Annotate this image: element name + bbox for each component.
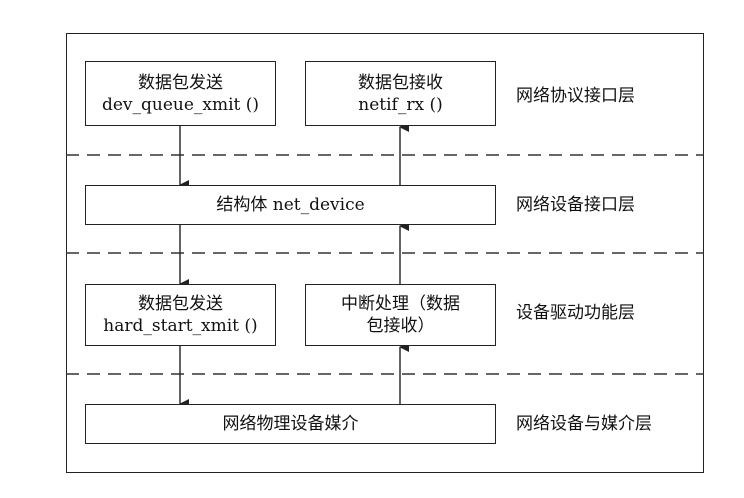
packet-send-function: dev_queue_xmit () [101,94,260,115]
driver-send-title: 数据包发送 [138,294,223,314]
layer-label-device-interface: 网络设备接口层 [516,195,635,215]
interrupt-handler-box: 中断处理（数据 包接收） [305,284,496,346]
packet-send-title: 数据包发送 [138,72,223,93]
interrupt-handler-line2: 包接收） [366,316,435,336]
physical-medium-label: 网络物理设备媒介 [222,414,359,434]
net-device-struct-label: 结构体 net_device [216,195,365,215]
packet-receive-function: netif_rx () [358,94,443,115]
layer-label-driver-function: 设备驱动功能层 [516,303,635,323]
layer-label-protocol-interface: 网络协议接口层 [516,86,635,106]
packet-send-box: 数据包发送 dev_queue_xmit () [85,61,276,126]
driver-send-box: 数据包发送 hard_start_xmit () [85,284,276,346]
packet-receive-title: 数据包接收 [358,72,443,93]
layer-label-device-medium: 网络设备与媒介层 [516,414,652,434]
driver-send-function: hard_start_xmit () [103,316,258,336]
physical-medium-box: 网络物理设备媒介 [85,404,496,444]
net-device-struct-box: 结构体 net_device [85,185,496,225]
interrupt-handler-line1: 中断处理（数据 [341,294,460,314]
packet-receive-box: 数据包接收 netif_rx () [305,61,496,126]
